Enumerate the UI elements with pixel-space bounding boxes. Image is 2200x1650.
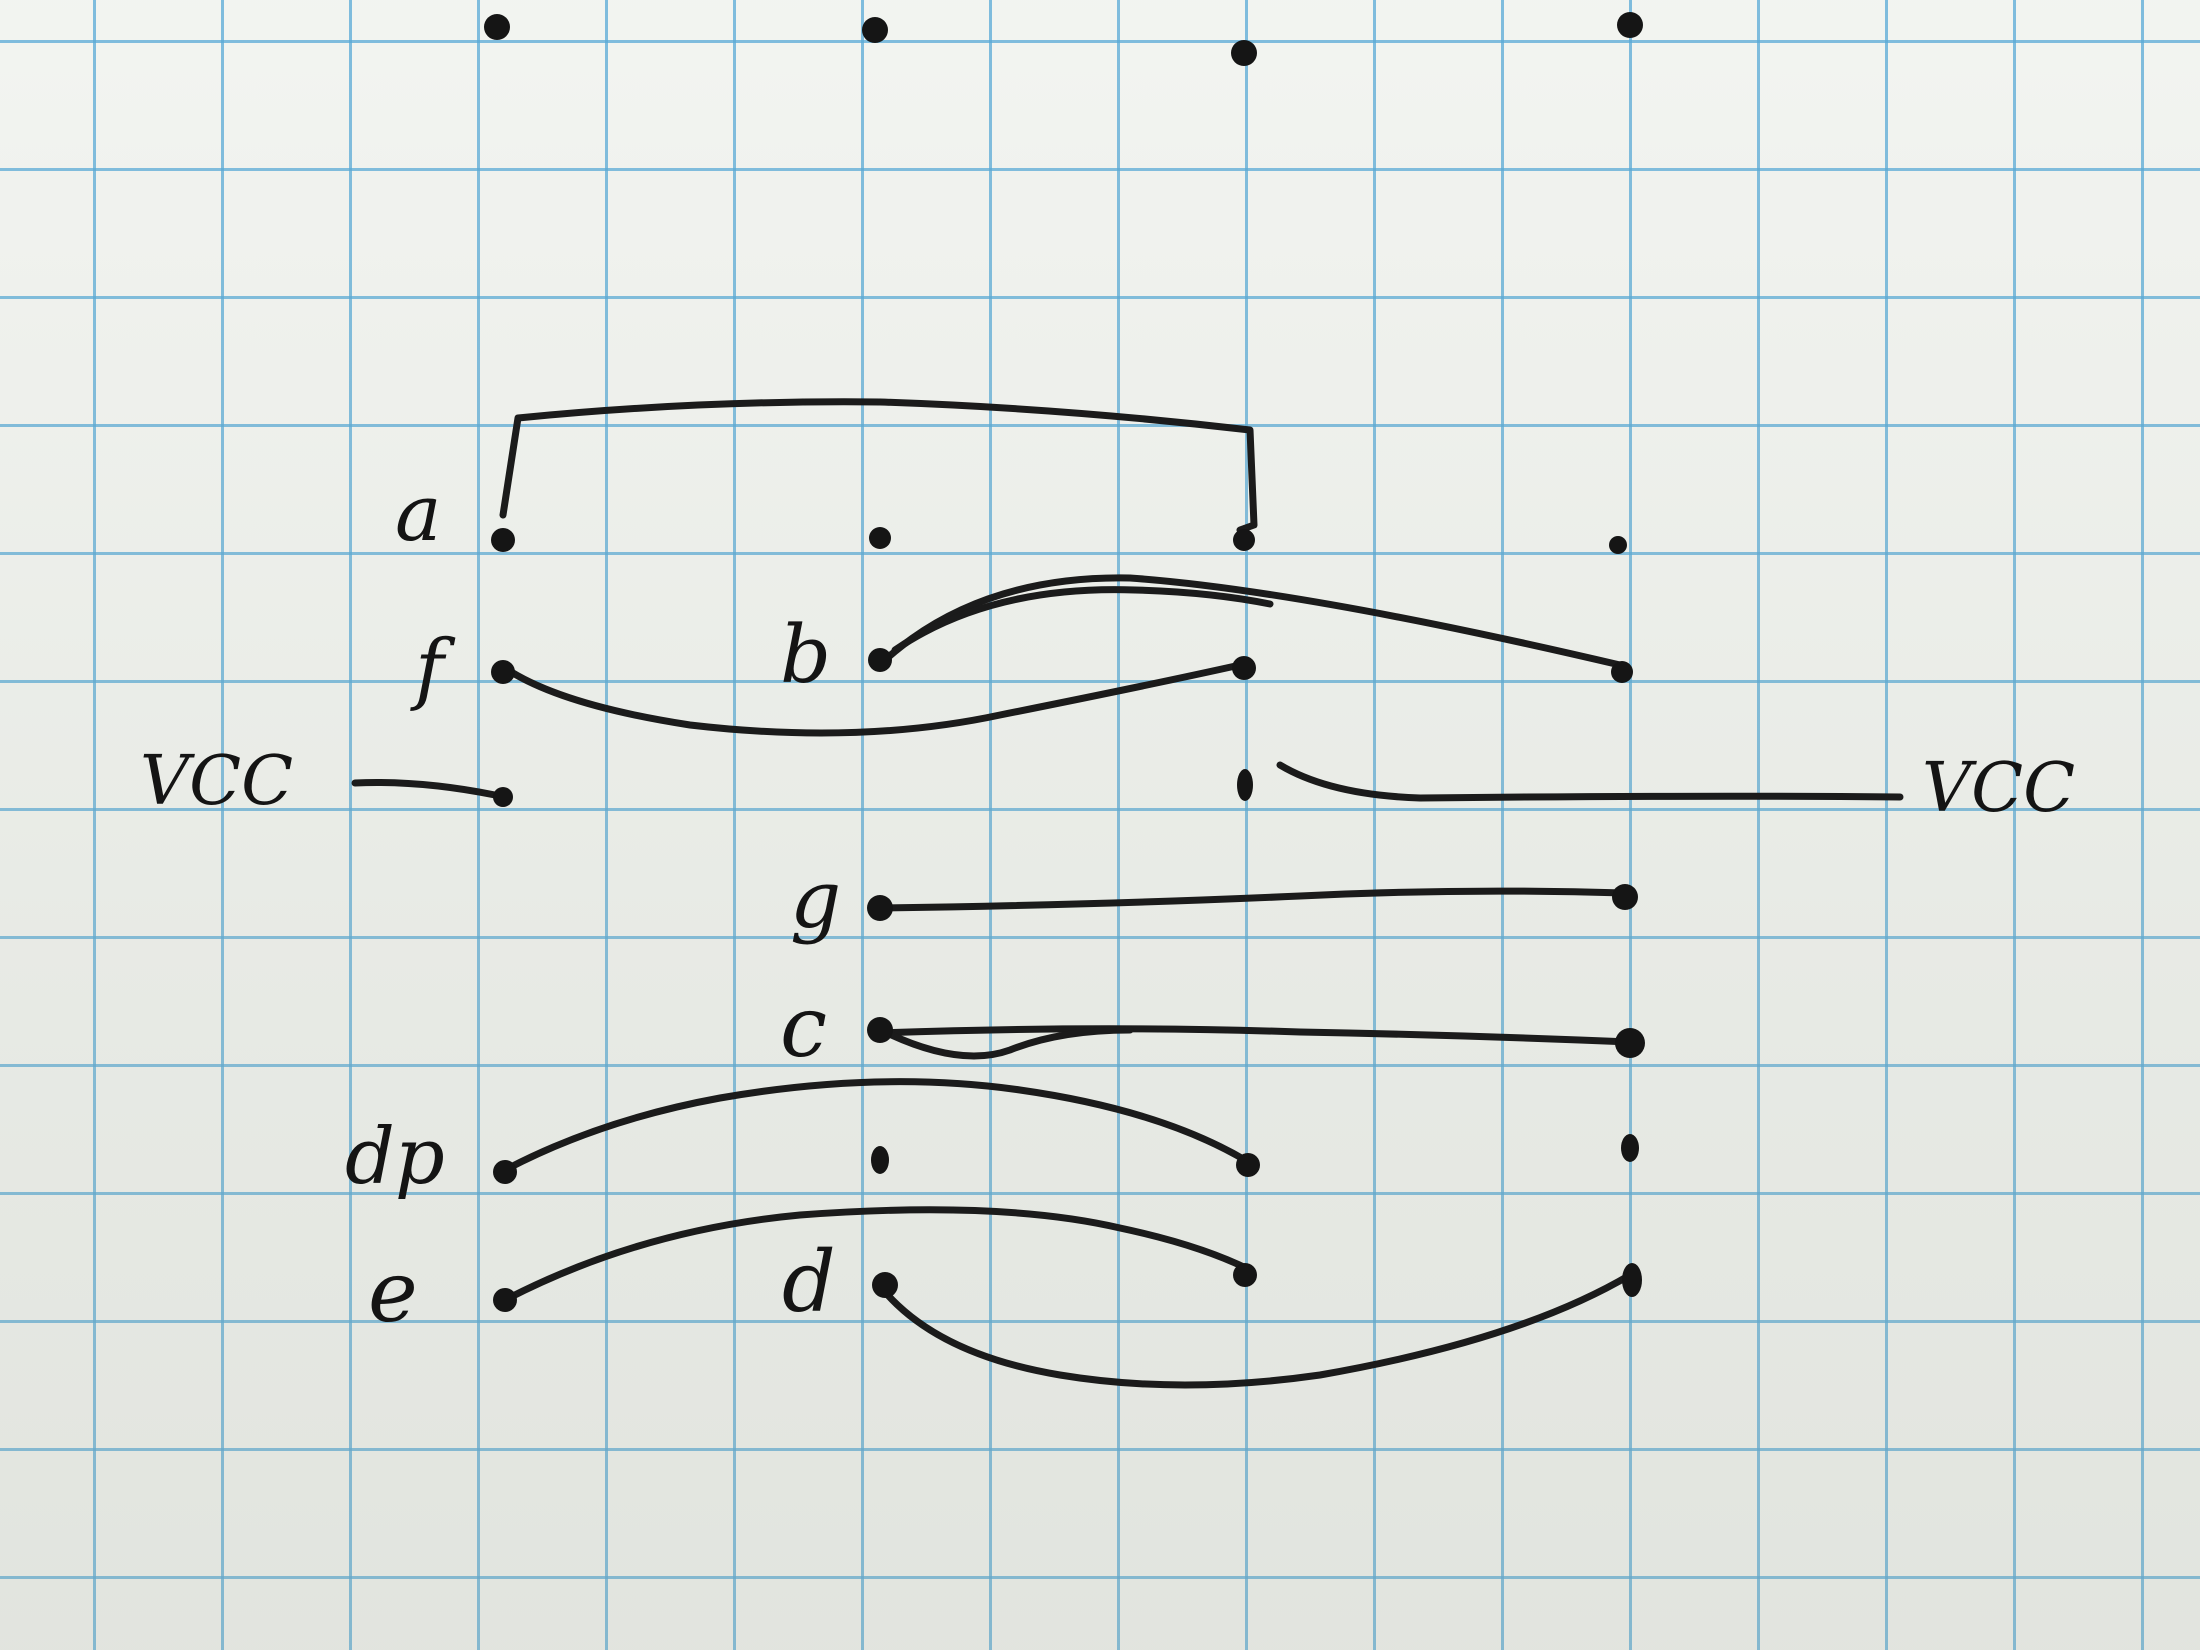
pin-e — [493, 1288, 517, 1312]
wire-f — [501, 661, 1244, 737]
pin-row5-col4 — [1615, 1028, 1645, 1058]
pin-b — [868, 648, 892, 672]
pin-top-3 — [1231, 40, 1257, 66]
label-c: c — [780, 978, 828, 1076]
wire-vcc-left — [351, 779, 499, 799]
label-g: g — [790, 853, 842, 946]
pin-row2-col4 — [1611, 661, 1633, 683]
label-a: a — [395, 469, 442, 559]
label-d: d — [782, 1233, 836, 1331]
pin-row1-col3 — [1233, 529, 1255, 551]
pin-g — [867, 895, 893, 921]
pin-top-4 — [1617, 12, 1643, 38]
pin-vcc-left — [493, 787, 513, 807]
pin-row7-col3 — [1233, 1263, 1257, 1287]
wire-b-double — [891, 586, 1274, 654]
pin-row1-col4 — [1609, 536, 1627, 554]
pin-f — [491, 660, 515, 684]
wire-b — [881, 574, 1624, 669]
pin-top-1 — [484, 14, 510, 40]
pin-d — [872, 1272, 898, 1298]
label-e: e — [368, 1243, 418, 1341]
wire-e — [501, 1206, 1254, 1304]
pin-row1-col2 — [869, 527, 891, 549]
wire-dp — [501, 1078, 1249, 1174]
pin-top-2 — [862, 17, 888, 43]
pin-row7-col4 — [1622, 1263, 1642, 1297]
label-vcc-right: VCC — [1922, 749, 2076, 828]
label-dp: dp — [345, 1112, 445, 1202]
pin-row6-col3 — [1236, 1153, 1260, 1177]
wire-g — [876, 887, 1629, 912]
pin-row2-col3 — [1232, 656, 1256, 680]
wire-a-top-bridge — [499, 398, 1258, 534]
wire-d — [881, 1271, 1634, 1389]
wire-vcc-right — [1276, 761, 1904, 802]
label-f: f — [415, 624, 444, 714]
pin-vcc-right — [1237, 769, 1253, 801]
wire-c-loop — [881, 1026, 1134, 1060]
pin-row6-col4 — [1621, 1134, 1639, 1162]
wire-c — [876, 1025, 1634, 1046]
label-vcc-left: VCC — [140, 742, 294, 821]
pin-c — [867, 1017, 893, 1043]
pin-row4-col4 — [1612, 884, 1638, 910]
pin-a — [491, 528, 515, 552]
label-b: b — [780, 608, 832, 701]
pin-dp — [493, 1160, 517, 1184]
pin-row6-col2 — [871, 1146, 889, 1174]
